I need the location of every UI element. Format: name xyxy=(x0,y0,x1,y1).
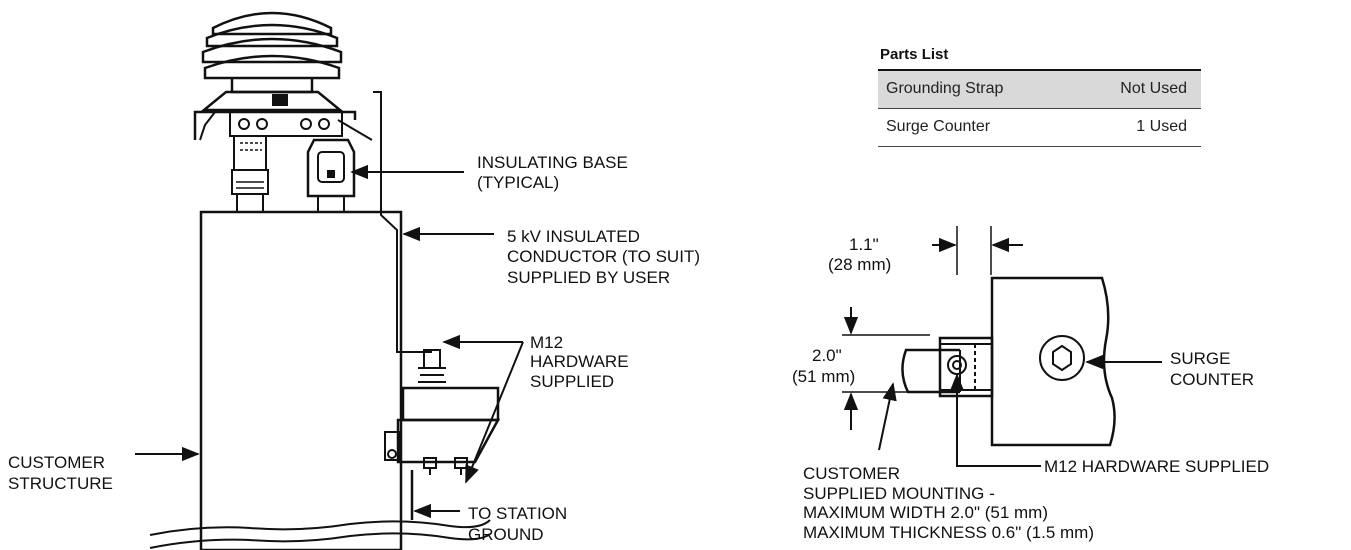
table-row: Surge Counter 1 Used xyxy=(878,108,1201,147)
label-customer-structure: CUSTOMER STRUCTURE xyxy=(8,453,113,493)
label-m12-hardware: M12 HARDWARE SUPPLIED xyxy=(530,333,633,391)
parts-list-title: Parts List xyxy=(880,46,949,63)
mounting-bracket xyxy=(193,91,382,141)
leader-m12-diagonal xyxy=(465,341,524,484)
label-conductor: 5 kV INSULATED CONDUCTOR (TO SUIT) SUPPL… xyxy=(507,227,705,287)
parts-item: Grounding Strap xyxy=(878,69,1071,109)
surge-counter-front-view xyxy=(990,276,1116,447)
insulating-base-left xyxy=(231,135,269,213)
parts-item: Surge Counter xyxy=(878,108,1071,147)
parts-status: Not Used xyxy=(1070,69,1201,109)
customer-structure xyxy=(199,210,403,550)
label-m12-detail: M12 HARDWARE SUPPLIED xyxy=(1044,457,1269,476)
surge-arrester-assembly xyxy=(149,11,501,550)
label-station-ground: TO STATION GROUND xyxy=(468,504,572,544)
mounting-detail xyxy=(842,226,1162,467)
ground-surface xyxy=(149,519,491,549)
arrester-sheds xyxy=(200,11,344,112)
label-insulating-base: INSULATING BASE (TYPICAL) xyxy=(477,153,633,192)
label-dim-width: 1.1" (28 mm) xyxy=(828,235,891,274)
label-customer-mounting: CUSTOMER SUPPLIED MOUNTING - MAXIMUM WID… xyxy=(803,464,1094,542)
label-surge-counter: SURGE COUNTER xyxy=(1170,349,1254,389)
insulated-conductor xyxy=(380,128,432,353)
table-row: Grounding Strap Not Used xyxy=(878,69,1201,109)
parts-table: Grounding Strap Not Used Surge Counter 1… xyxy=(878,69,1201,147)
label-dim-height: 2.0" (51 mm) xyxy=(792,346,855,386)
insulating-base-right xyxy=(306,138,356,213)
parts-list: Parts List Grounding Strap Not Used Surg… xyxy=(878,46,1201,147)
parts-status: 1 Used xyxy=(1070,108,1201,147)
